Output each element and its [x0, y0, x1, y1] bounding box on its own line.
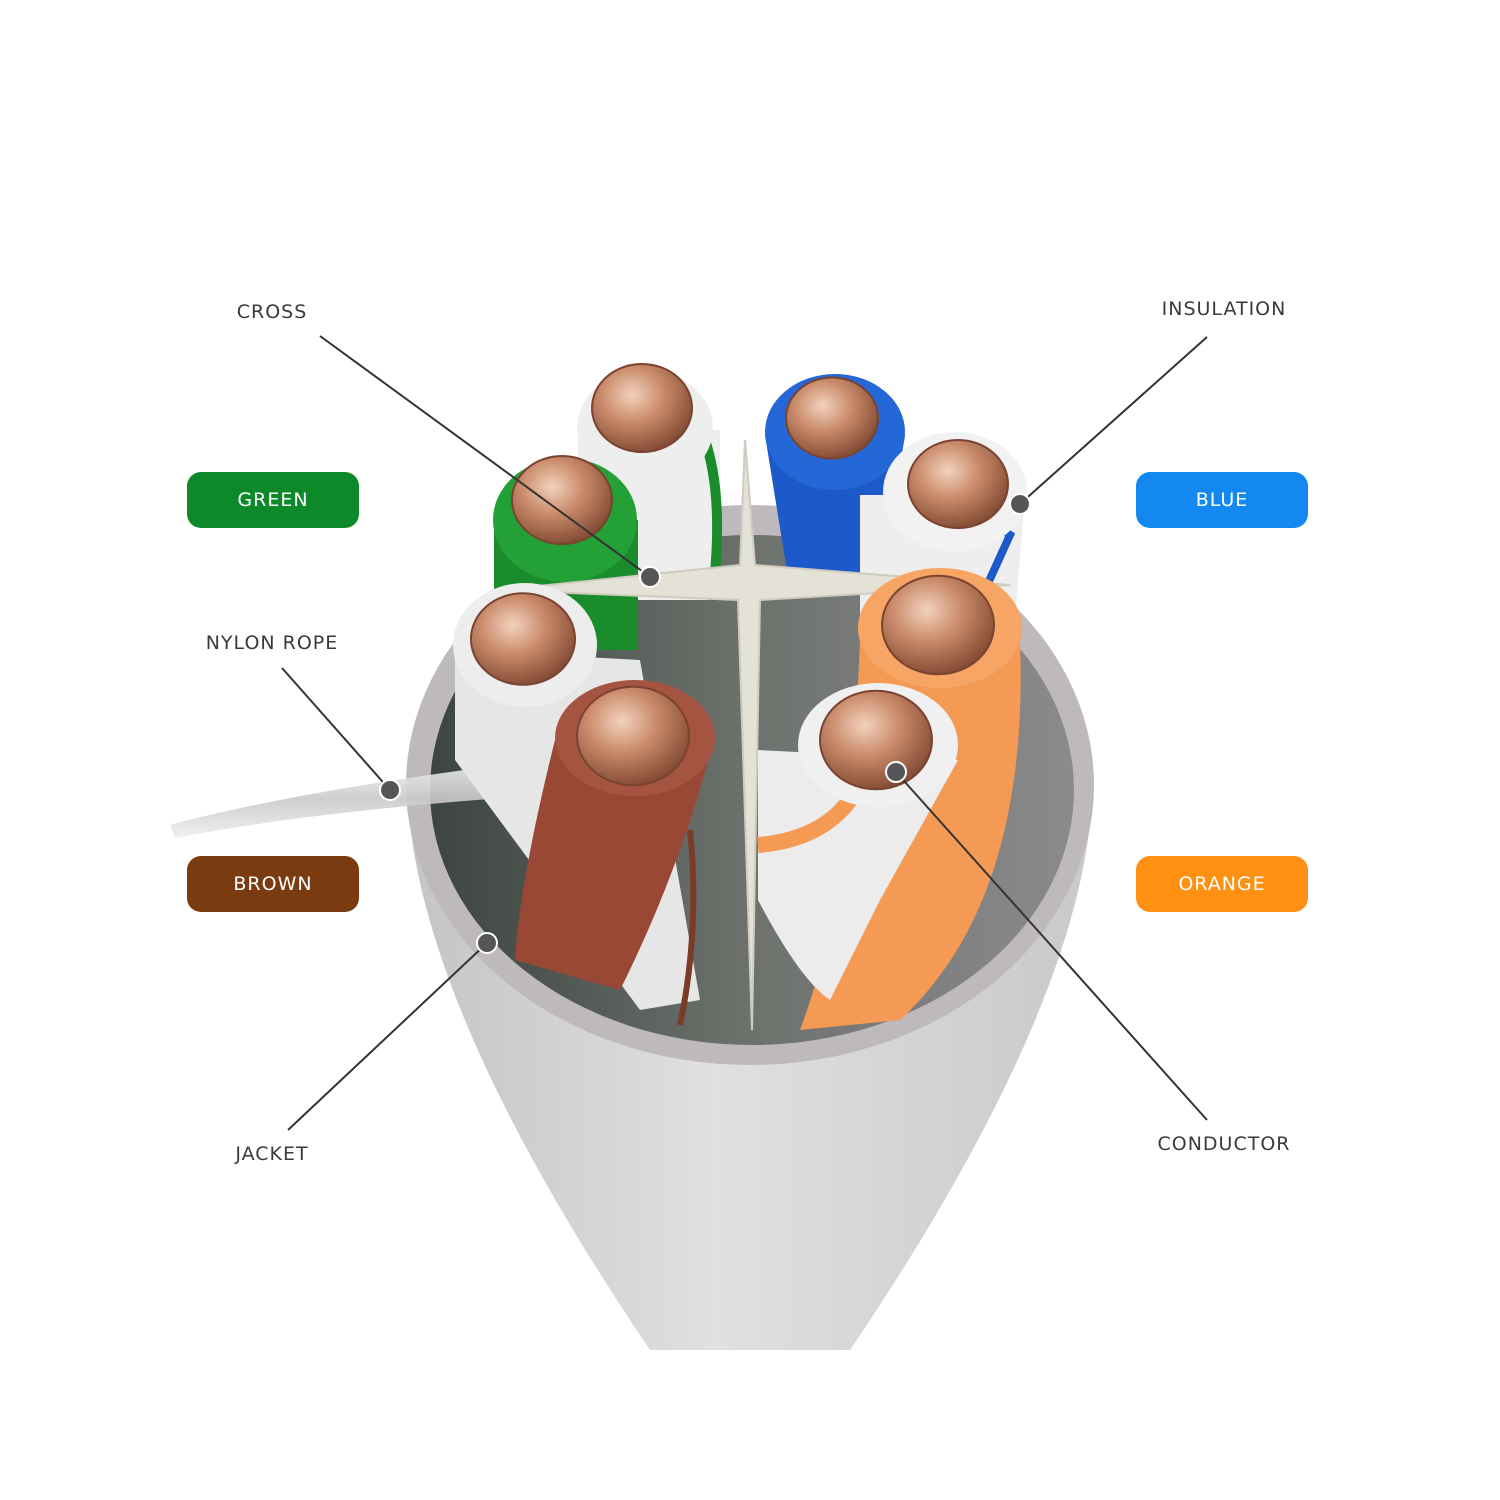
leader-line-cross	[319, 335, 651, 578]
callout-nylon-rope: NYLON ROPE	[205, 632, 339, 654]
callout-cross: CROSS	[236, 301, 308, 323]
leader-dot-conductor	[885, 761, 907, 783]
leader-line-conductor	[895, 771, 1208, 1121]
pill-blue: BLUE	[1136, 472, 1308, 528]
pill-green-label: GREEN	[237, 489, 309, 511]
leader-dot-jacket	[476, 932, 498, 954]
leader-line-insulation	[1019, 336, 1208, 505]
leader-line-jacket	[287, 942, 488, 1131]
leader-dot-cross	[639, 566, 661, 588]
pill-orange: ORANGE	[1136, 856, 1308, 912]
pill-blue-label: BLUE	[1195, 489, 1249, 511]
callout-conductor: CONDUCTOR	[1157, 1133, 1291, 1155]
leader-line-nylon-rope	[281, 667, 391, 791]
pill-brown: BROWN	[187, 856, 359, 912]
callout-jacket: JACKET	[235, 1143, 309, 1165]
copper-conductor-orange	[881, 574, 995, 676]
nylon-rope	[170, 760, 545, 838]
callout-insulation: INSULATION	[1161, 298, 1287, 320]
pill-green: GREEN	[187, 472, 359, 528]
copper-conductor-blue-white	[907, 439, 1009, 529]
pill-orange-label: ORANGE	[1178, 873, 1266, 895]
leader-dot-nylon-rope	[379, 779, 401, 801]
copper-conductor-orange-white	[819, 689, 933, 791]
copper-conductors	[470, 363, 1009, 791]
copper-conductor-blue	[785, 376, 879, 460]
copper-conductor-green	[511, 455, 613, 545]
copper-conductor-green-white	[591, 363, 693, 453]
pill-brown-label: BROWN	[233, 873, 313, 895]
copper-conductor-brown	[576, 685, 690, 787]
copper-conductor-brown-white	[470, 592, 576, 686]
leader-dot-insulation	[1009, 493, 1031, 515]
